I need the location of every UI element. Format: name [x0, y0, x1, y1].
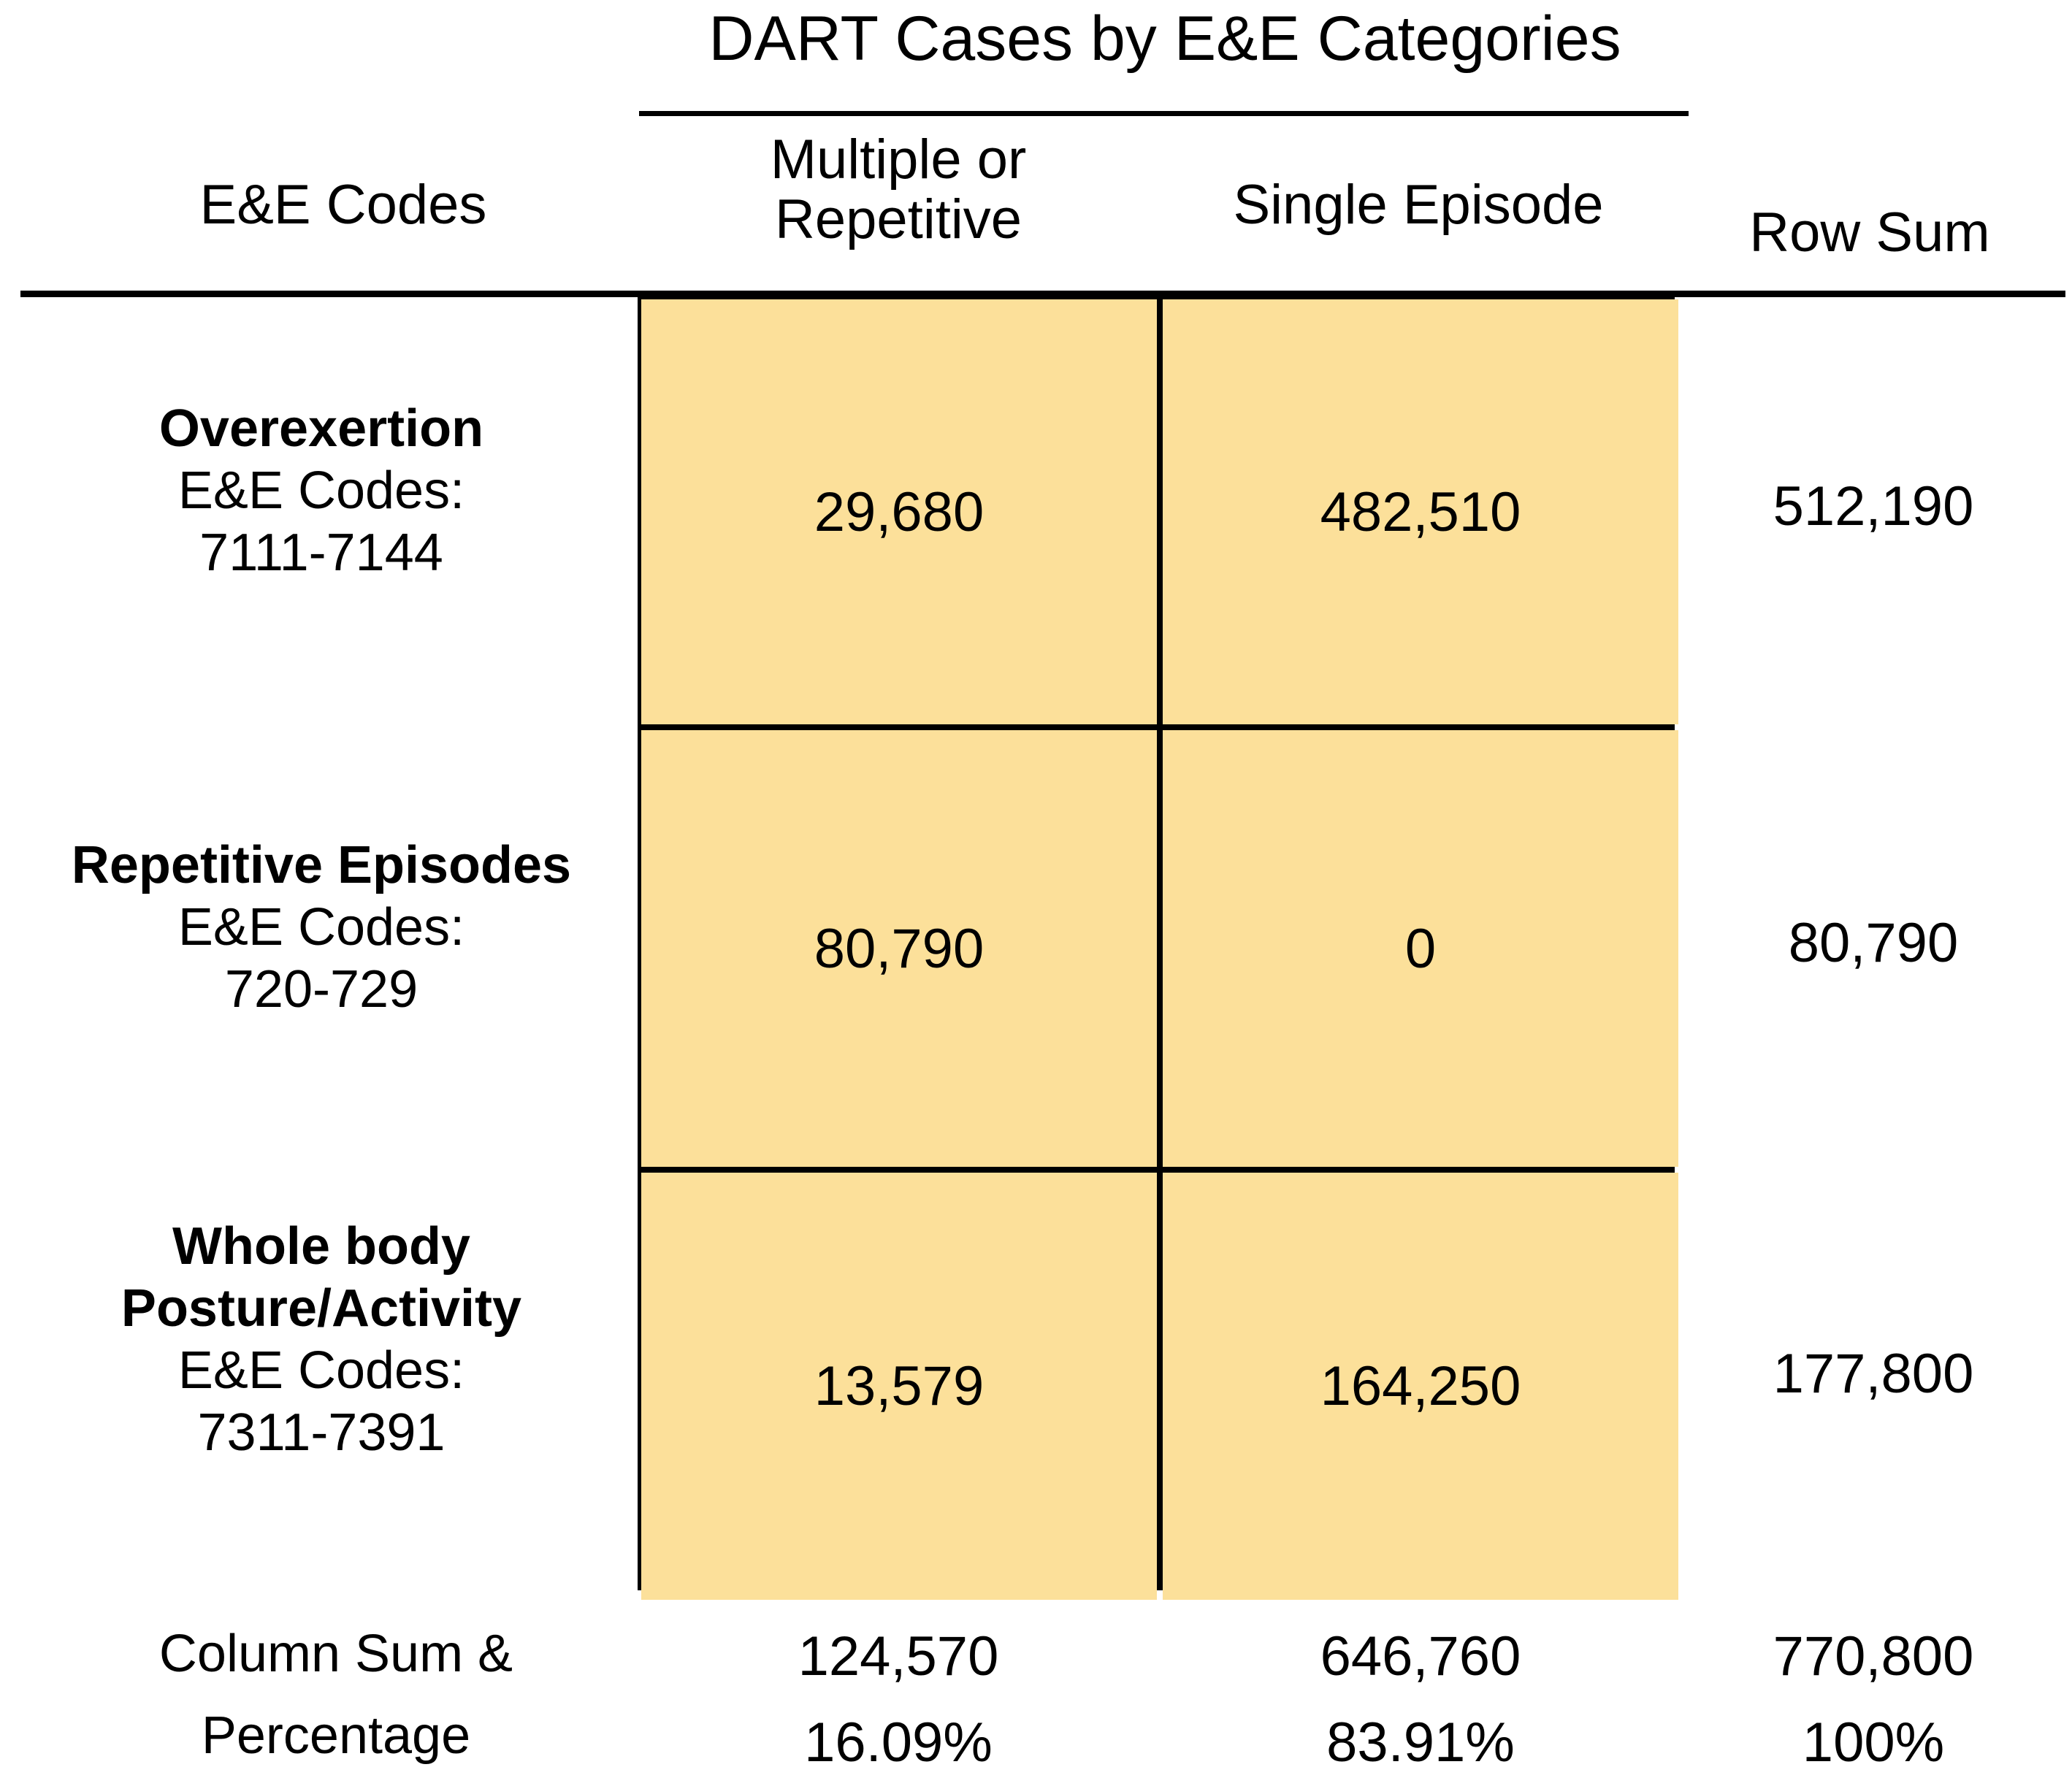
page-title: DART Cases by E&E Categories: [708, 4, 1621, 74]
row-codes-range: 7311-7391: [197, 1403, 446, 1462]
summary-single-sum: 646,760: [1320, 1625, 1521, 1687]
row-category-name-line1: Whole body: [172, 1217, 470, 1276]
summary-multiple-sum: 124,570: [798, 1625, 999, 1687]
summary-total-sum: 770,800: [1773, 1625, 1974, 1687]
row-sum-overexertion: 512,190: [1773, 475, 1974, 537]
column-header-multiple-line2: Repetitive: [775, 188, 1022, 251]
row-label-overexertion: Overexertion E&E Codes: 7111-7144: [29, 398, 613, 584]
cell-wholebody-single: 164,250: [1163, 1173, 1678, 1600]
row-codes-range: 7111-7144: [199, 523, 443, 582]
row-codes-label: E&E Codes:: [177, 1341, 465, 1400]
column-header-single-episode: Single Episode: [1233, 174, 1604, 236]
cell-overexertion-multiple: 29,680: [641, 299, 1157, 724]
matrix-grid: 29,680 482,510 80,790 0 13,579 164,250: [638, 296, 1678, 1600]
summary-multiple-pct: 16.09%: [804, 1711, 993, 1774]
summary-column-single: 646,760 83.91%: [1165, 1614, 1676, 1786]
row-codes-label: E&E Codes:: [177, 461, 465, 520]
cell-repetitive-multiple: 80,790: [641, 730, 1157, 1167]
cell-overexertion-single: 482,510: [1163, 299, 1678, 724]
row-category-name: Repetitive Episodes: [71, 836, 572, 894]
summary-label-line1: Column Sum &: [158, 1625, 513, 1683]
row-category-name-line2: Posture/Activity: [121, 1279, 522, 1338]
cell-wholebody-multiple: 13,579: [641, 1173, 1157, 1600]
row-label-whole-body-posture-activity: Whole body Posture/Activity E&E Codes: 7…: [29, 1216, 613, 1464]
summary-column-multiple: 124,570 16.09%: [643, 1614, 1154, 1786]
row-codes-range: 720-729: [224, 959, 418, 1019]
title-underline-rule: [639, 111, 1689, 116]
row-codes-label: E&E Codes:: [177, 897, 465, 957]
row-sum-whole-body: 177,800: [1773, 1343, 1974, 1405]
summary-label-line2: Percentage: [201, 1706, 471, 1765]
summary-total-pct: 100%: [1802, 1711, 1945, 1774]
summary-single-pct: 83.91%: [1326, 1711, 1515, 1774]
cell-repetitive-single: 0: [1163, 730, 1678, 1167]
column-header-multiple-or-repetitive: Multiple or Repetitive: [643, 129, 1154, 251]
row-category-name: Overexertion: [158, 399, 484, 458]
row-label-repetitive-episodes: Repetitive Episodes E&E Codes: 720-729: [29, 835, 613, 1021]
column-header-ee-codes: E&E Codes: [199, 174, 487, 236]
column-header-row-sum: Row Sum: [1749, 202, 1990, 264]
summary-row-label: Column Sum & Percentage: [44, 1614, 628, 1777]
summary-column-total: 770,800 100%: [1680, 1614, 2067, 1786]
column-header-multiple-line1: Multiple or: [770, 129, 1027, 191]
table-top-rule: [20, 291, 2065, 297]
row-sum-repetitive-episodes: 80,790: [1788, 912, 1959, 974]
